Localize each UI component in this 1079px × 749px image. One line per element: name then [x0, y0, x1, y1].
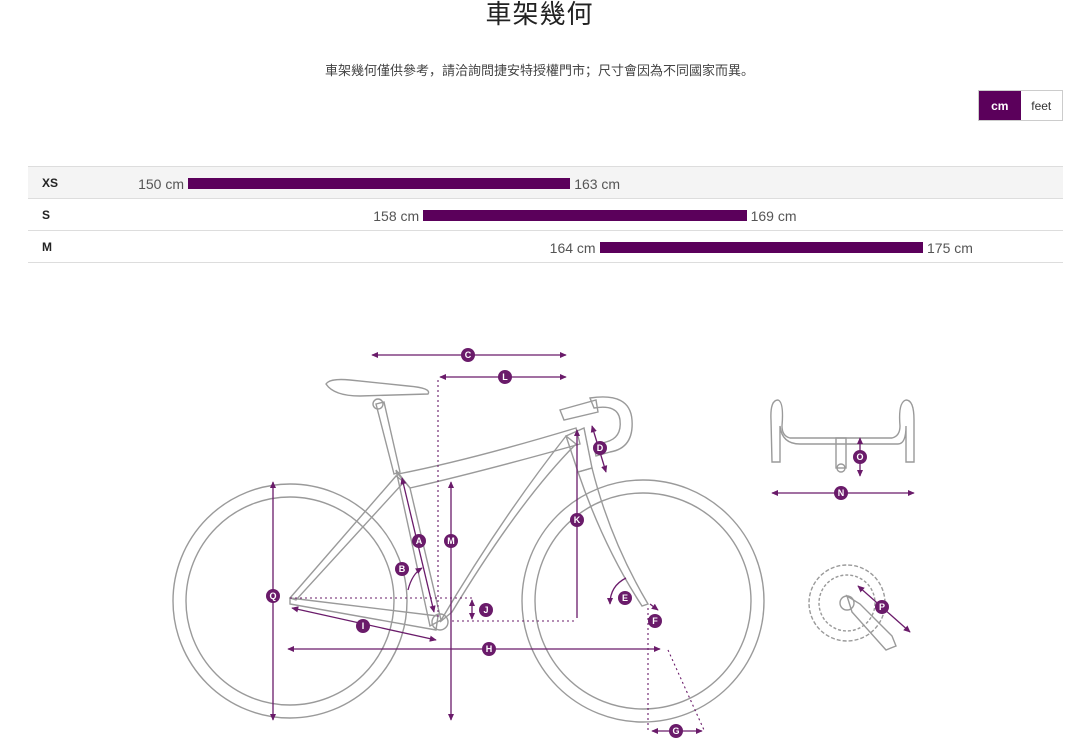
seat-stay [288, 475, 406, 601]
chainring-inner [818, 574, 876, 632]
geometry-disclaimer: 車架幾何僅供參考，請洽詢問捷安特授權門市；尺寸會因為不同國家而異。 [324, 63, 754, 78]
svg-text:L: L [502, 372, 508, 382]
range-min-label: 150 cm [138, 176, 184, 192]
fork [577, 467, 650, 607]
marker-o[interactable]: O [853, 450, 867, 464]
svg-text:K: K [574, 515, 581, 525]
range-min-label: 158 cm [373, 208, 420, 224]
top-tube [396, 427, 581, 489]
front-rim [534, 492, 752, 710]
svg-text:O: O [856, 452, 863, 462]
marker-b[interactable]: B [395, 562, 409, 576]
size-row-xs: XS 150 cm 163 cm [28, 167, 1063, 199]
marker-h[interactable]: H [482, 642, 496, 656]
unit-feet-button[interactable]: feet [1020, 91, 1062, 120]
size-row-m: M 164 cm 175 cm [28, 231, 1063, 263]
stem [559, 399, 599, 421]
seat-clamp [372, 398, 384, 410]
crank-arm [845, 594, 897, 651]
head-tube [565, 427, 593, 473]
handlebar-top [770, 399, 915, 463]
unit-cm-button[interactable]: cm [979, 91, 1021, 120]
svg-text:A: A [416, 536, 423, 546]
marker-k[interactable]: K [570, 513, 584, 527]
marker-g[interactable]: G [669, 724, 683, 738]
crankset-illustration [808, 564, 911, 651]
unit-toggle: cm feet [978, 90, 1063, 121]
handlebar-clamp [836, 463, 846, 473]
measurement-lines [269, 351, 705, 735]
seat-tube [395, 469, 442, 628]
rear-wheel [172, 483, 408, 719]
height-range-bar [188, 178, 571, 189]
svg-text:M: M [447, 536, 455, 546]
size-label: M [42, 240, 52, 254]
svg-text:N: N [838, 488, 845, 498]
chainring-outer [808, 564, 886, 642]
seatpost [375, 401, 401, 475]
svg-text:F: F [652, 616, 658, 626]
height-range-bar [599, 242, 923, 253]
svg-text:D: D [597, 443, 604, 453]
svg-text:J: J [483, 605, 488, 615]
svg-text:C: C [465, 350, 472, 360]
marker-j[interactable]: J [479, 603, 493, 617]
svg-text:Q: Q [269, 591, 276, 601]
svg-text:G: G [672, 726, 679, 736]
marker-i[interactable]: I [356, 619, 370, 633]
marker-a[interactable]: A [412, 534, 426, 548]
svg-text:B: B [399, 564, 406, 574]
svg-text:E: E [622, 593, 628, 603]
marker-q[interactable]: Q [266, 589, 280, 603]
size-chart: XS 150 cm 163 cm S 158 cm 169 cm M 164 c… [28, 166, 1063, 263]
front-wheel [521, 479, 765, 723]
size-row-s: S 158 cm 169 cm [28, 199, 1063, 231]
bike-illustration [172, 378, 765, 723]
size-label: XS [42, 176, 59, 190]
down-tube [439, 435, 578, 623]
svg-text:I: I [362, 621, 365, 631]
marker-c[interactable]: C [461, 348, 475, 362]
range-min-label: 164 cm [549, 240, 596, 256]
marker-p[interactable]: P [875, 600, 889, 614]
saddle [325, 378, 430, 397]
handlebar-stem [835, 437, 847, 469]
marker-l[interactable]: L [498, 370, 512, 384]
handlebar-illustration [770, 399, 915, 497]
range-max-label: 175 cm [927, 240, 973, 256]
marker-f[interactable]: F [648, 614, 662, 628]
range-max-label: 163 cm [574, 176, 621, 192]
page-title: 車架幾何 [485, 0, 594, 29]
svg-text:H: H [486, 644, 493, 654]
marker-n[interactable]: N [834, 486, 848, 500]
marker-m[interactable]: M [444, 534, 458, 548]
range-max-label: 169 cm [750, 208, 797, 224]
rear-rim [185, 496, 395, 706]
size-label: S [42, 208, 51, 222]
height-range-bar [423, 210, 747, 221]
marker-e[interactable]: E [618, 591, 632, 605]
marker-d[interactable]: D [593, 441, 607, 455]
svg-text:P: P [879, 602, 885, 612]
crank-spindle [839, 595, 855, 611]
bottom-bracket [431, 613, 449, 631]
